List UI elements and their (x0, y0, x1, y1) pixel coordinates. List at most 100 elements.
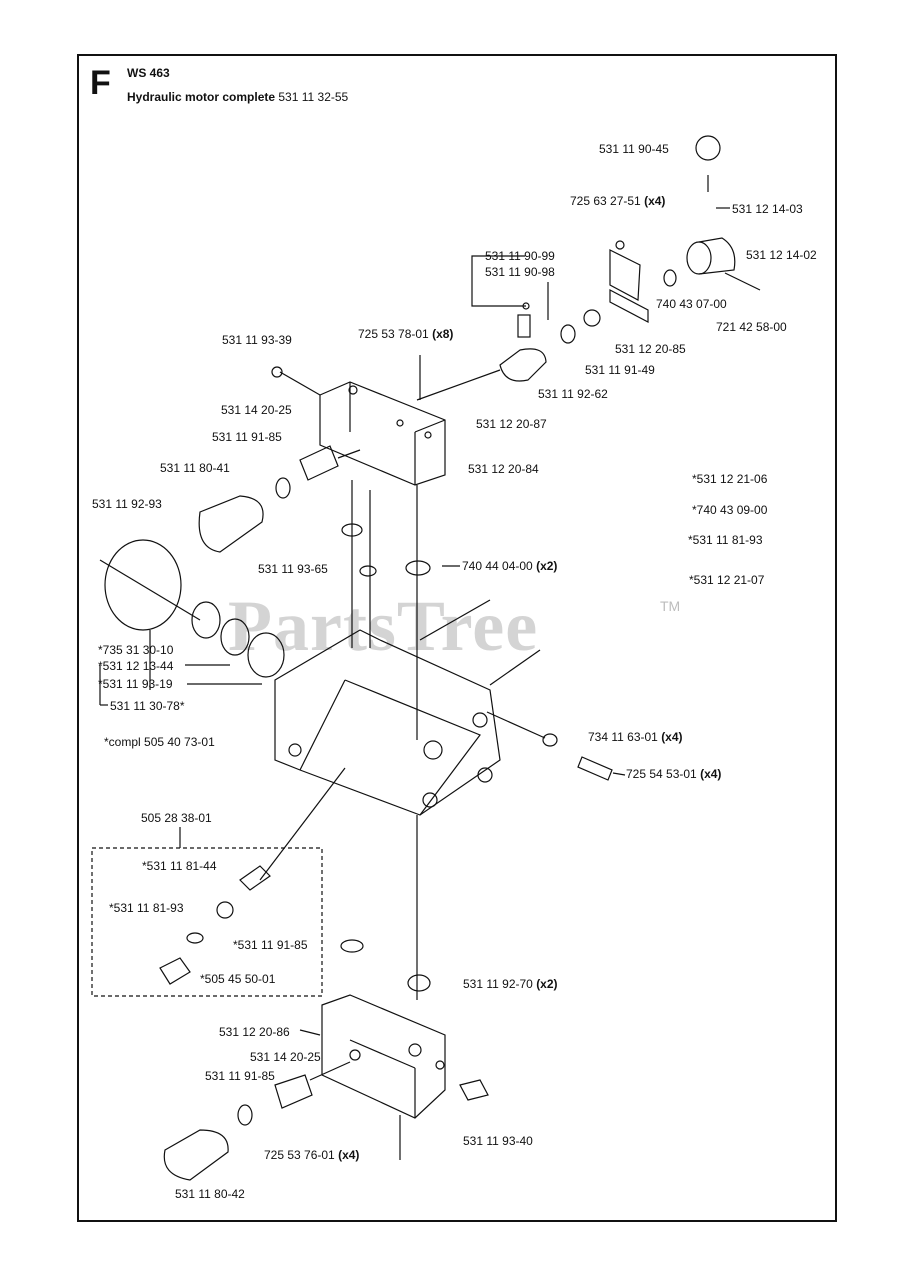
assembly-title: Hydraulic motor complete 531 11 32-55 (127, 90, 348, 104)
oring-part-2 (560, 324, 576, 344)
label-725-63-27-51-number: 725 63 27-51 (570, 194, 641, 208)
label-725-53-78-01: 725 53 78-01 (x8) (358, 327, 453, 341)
plug-part-2 (159, 957, 191, 985)
label-531-14-20-25-a: 531 14 20-25 (221, 403, 292, 417)
label-531-11-90-45: 531 11 90-45 (599, 142, 669, 156)
label-531-11-91-85-a: 531 11 91-85 (212, 430, 282, 444)
plug-part (271, 366, 283, 378)
label-725-54-53-01-number: 725 54 53-01 (626, 767, 697, 781)
label-531-11-92-70-number: 531 11 92-70 (463, 977, 533, 991)
fitting-part-2 (163, 1129, 229, 1181)
label-740-44-04-00: 740 44 04-00 (x2) (462, 559, 557, 573)
cylinder-part (686, 241, 712, 275)
bracket-part (609, 249, 641, 301)
label-725-53-76-01-qty: (x4) (338, 1148, 360, 1162)
oring-part-9 (407, 974, 431, 992)
oring-part-6 (405, 560, 431, 576)
label-531-12-14-03: 531 12 14-03 (732, 202, 803, 216)
label-721-42-58-00: 721 42 58-00 (716, 320, 787, 334)
label-531-12-21-06: *531 12 21-06 (692, 472, 768, 486)
ring-part (191, 601, 221, 639)
label-531-11-91-85-c: 531 11 91-85 (205, 1069, 275, 1083)
plug-part-3 (459, 1079, 489, 1101)
label-735-31-30-10: *735 31 30-10 (98, 643, 174, 657)
label-531-11-93-40: 531 11 93-40 (463, 1134, 533, 1148)
model-name: WS 463 (127, 66, 170, 80)
label-725-63-27-51-qty: (x4) (644, 194, 666, 208)
label-531-12-20-86: 531 12 20-86 (219, 1025, 290, 1039)
label-531-12-20-87: 531 12 20-87 (476, 417, 547, 431)
label-531-11-91-85-b: *531 11 91-85 (233, 938, 308, 952)
spring-part-2 (299, 445, 339, 481)
label-734-11-63-01-number: 734 11 63-01 (588, 730, 658, 744)
check-valve-part (216, 901, 234, 919)
label-725-54-53-01: 725 54 53-01 (x4) (626, 767, 721, 781)
oring-part-3 (275, 477, 291, 499)
assembly-part-number: 531 11 32-55 (278, 90, 349, 104)
label-531-11-81-93-b: *531 11 81-93 (109, 901, 184, 915)
oring-part-8 (340, 939, 364, 953)
spring-part (517, 314, 531, 338)
lower-block-part (321, 994, 446, 1119)
oring-part-7 (186, 932, 204, 944)
label-531-11-90-99: 531 11 90-99 (485, 249, 555, 263)
label-531-11-93-65: 531 11 93-65 (258, 562, 328, 576)
label-531-11-92-93: 531 11 92-93 (92, 497, 162, 511)
label-725-54-53-01-qty: (x4) (700, 767, 722, 781)
label-740-44-04-00-number: 740 44 04-00 (462, 559, 533, 573)
label-505-45-50-01: *505 45 50-01 (200, 972, 276, 986)
section-letter: F (90, 64, 111, 102)
oring-part-5 (359, 565, 377, 577)
washer-part-2 (542, 733, 558, 747)
spring-part-3 (239, 865, 271, 891)
kit-outline (91, 847, 323, 997)
label-531-11-92-70: 531 11 92-70 (x2) (463, 977, 558, 991)
label-740-43-09-00: *740 43 09-00 (692, 503, 768, 517)
label-531-11-30-78: 531 11 30-78* (110, 699, 185, 713)
seal-part (220, 618, 250, 656)
label-531-11-81-93-a: *531 11 81-93 (688, 533, 763, 547)
label-725-53-76-01: 725 53 76-01 (x4) (264, 1148, 359, 1162)
label-734-11-63-01-qty: (x4) (661, 730, 683, 744)
label-531-12-20-84: 531 12 20-84 (468, 462, 539, 476)
label-531-11-80-41: 531 11 80-41 (160, 461, 230, 475)
oring-part (663, 269, 677, 287)
oring-part-10 (237, 1104, 253, 1126)
washer-part (583, 309, 601, 327)
motor-body-part (274, 629, 501, 816)
label-725-53-76-01-number: 725 53 76-01 (264, 1148, 335, 1162)
oring-part-4 (341, 523, 363, 537)
label-531-11-92-70-qty: (x2) (536, 977, 558, 991)
watermark: PartsTree (228, 586, 539, 666)
label-531-11-81-44: *531 11 81-44 (142, 859, 217, 873)
assembly-title-text: Hydraulic motor complete (127, 90, 276, 104)
label-531-11-93-39: 531 11 93-39 (222, 333, 292, 347)
cap-part (695, 135, 721, 161)
upper-block-part (319, 381, 446, 486)
label-531-11-91-49: 531 11 91-49 (585, 363, 655, 377)
bolt-part-2 (577, 756, 613, 781)
label-734-11-63-01: 734 11 63-01 (x4) (588, 730, 683, 744)
label-531-12-13-44: *531 12 13-44 (98, 659, 174, 673)
label-740-43-07-00: 740 43 07-00 (656, 297, 727, 311)
fitting-part (198, 495, 264, 553)
label-725-53-78-01-number: 725 53 78-01 (358, 327, 429, 341)
label-740-44-04-00-qty: (x2) (536, 559, 558, 573)
watermark-tm: TM (660, 598, 681, 614)
large-oring-part (104, 539, 182, 631)
bearing-part (247, 632, 285, 678)
label-531-12-20-85: 531 12 20-85 (615, 342, 686, 356)
label-725-53-78-01-qty: (x8) (432, 327, 454, 341)
label-531-11-93-19: *531 11 93-19 (98, 677, 173, 691)
valve-fitting-part (499, 348, 547, 382)
label-725-63-27-51: 725 63 27-51 (x4) (570, 194, 665, 208)
label-531-12-14-02: 531 12 14-02 (746, 248, 817, 262)
label-compl-505-40-73-01: *compl 505 40 73-01 (104, 735, 215, 749)
label-531-11-90-98: 531 11 90-98 (485, 265, 555, 279)
label-505-28-38-01: 505 28 38-01 (141, 811, 212, 825)
label-531-11-80-42: 531 11 80-42 (175, 1187, 245, 1201)
label-531-11-92-62: 531 11 92-62 (538, 387, 608, 401)
label-531-12-21-07: *531 12 21-07 (689, 573, 765, 587)
diagram-frame (77, 54, 837, 1222)
